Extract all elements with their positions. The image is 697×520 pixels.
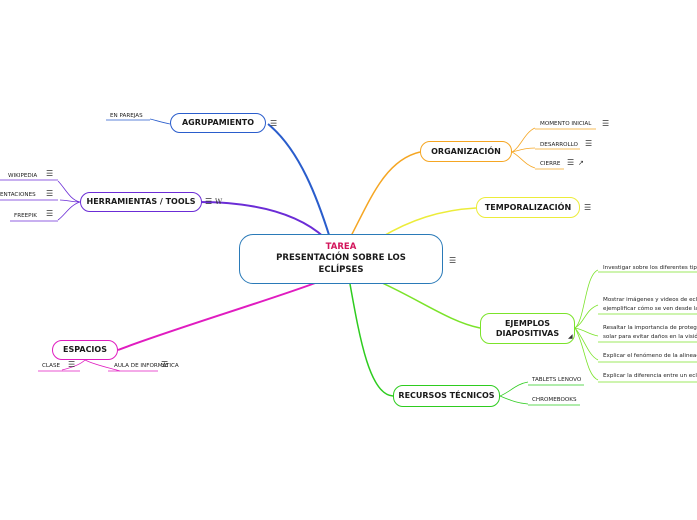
notes-icon[interactable]: ☰: [46, 189, 54, 198]
link-espacios: [117, 281, 319, 351]
wikipedia-icon[interactable]: W: [215, 198, 223, 206]
leaf-ejemplo-1[interactable]: Investigar sobre los diferentes tipos de…: [603, 265, 697, 271]
leaf-chromebooks[interactable]: CHROMEBOOKS: [532, 397, 577, 403]
topic-herramientas[interactable]: HERRAMIENTAS / TOOLS: [80, 192, 202, 212]
notes-icon[interactable]: ☰: [205, 197, 213, 206]
link-temporalizacion: [379, 207, 477, 239]
topic-agrupamiento[interactable]: AGRUPAMIENTO: [170, 113, 266, 133]
notes-icon[interactable]: ☰: [585, 139, 593, 148]
expand-arrow-icon[interactable]: ◢: [568, 333, 573, 340]
leaf-ejemplo-5[interactable]: Explicar la diferencia entre un eclipse …: [603, 373, 697, 379]
topic-herramientas-label: HERRAMIENTAS / TOOLS: [86, 197, 196, 206]
leaf-ejemplo-3b[interactable]: solar para evitar daños en la visión: [603, 334, 697, 340]
link-recursos: [349, 283, 394, 397]
topic-ejemplos[interactable]: EJEMPLOS DIAPOSITIVAS: [480, 313, 575, 344]
notes-icon[interactable]: ☰: [161, 360, 169, 369]
notes-icon[interactable]: ☰: [270, 119, 278, 128]
topic-ejemplos-label: EJEMPLOS DIAPOSITIVAS: [495, 318, 560, 338]
leaf-aula[interactable]: AULA DE INFORMÁTICA: [114, 363, 179, 369]
notes-icon[interactable]: ☰: [602, 119, 610, 128]
leaf-ejemplo-2b[interactable]: ejemplificar cómo se ven desde la Tierra: [603, 306, 697, 312]
topic-temporalizacion[interactable]: TEMPORALIZACIÓN: [476, 197, 580, 218]
link-agrupamiento: [267, 123, 331, 239]
leaf-freepik[interactable]: FREEPIK: [14, 213, 37, 219]
leaf-clase[interactable]: CLASE: [42, 363, 61, 369]
leaf-cierre[interactable]: CIERRE: [540, 161, 561, 167]
link-organizacion: [349, 151, 421, 239]
central-topic[interactable]: TAREA PRESENTACIÓN SOBRE LOS ECLÍPSES: [239, 234, 443, 284]
leaf-desarrollo[interactable]: DESARROLLO: [540, 142, 578, 148]
notes-icon[interactable]: ☰: [46, 209, 54, 218]
notes-icon[interactable]: ☰: [567, 158, 575, 167]
leaf-ejemplo-2a[interactable]: Mostrar imágenes y videos de eclipses pa…: [603, 297, 697, 303]
central-title: TAREA: [325, 242, 357, 252]
topic-temporalizacion-label: TEMPORALIZACIÓN: [484, 202, 572, 212]
leaf-ejemplo-3a[interactable]: Resaltar la importancia de proteger la v…: [603, 325, 697, 331]
leaf-ejemplo-4[interactable]: Explicar el fenómeno de la alineación de…: [603, 353, 697, 359]
topic-espacios-label: ESPACIOS: [63, 345, 107, 354]
leaf-wikipedia[interactable]: WIKIPEDIA: [8, 173, 38, 179]
topic-organizacion-label: ORGANIZACIÓN: [431, 146, 501, 156]
leaf-en-parejas[interactable]: EN PAREJAS: [110, 113, 143, 119]
link-ejemplos: [379, 281, 481, 329]
notes-icon[interactable]: ☰: [584, 203, 592, 212]
topic-espacios[interactable]: ESPACIOS: [52, 340, 118, 360]
topic-recursos[interactable]: RECURSOS TÉCNICOS: [393, 385, 500, 407]
leaf-presentaciones[interactable]: ENTACIONES: [0, 192, 36, 198]
notes-icon[interactable]: ☰: [68, 360, 76, 369]
topic-organizacion[interactable]: ORGANIZACIÓN: [420, 141, 512, 162]
external-link-icon[interactable]: ↗: [578, 159, 584, 167]
notes-icon[interactable]: ☰: [46, 169, 54, 178]
link-herramientas: [197, 201, 326, 239]
central-subtitle: PRESENTACIÓN SOBRE LOS ECLÍPSES: [276, 253, 406, 275]
notes-icon[interactable]: ☰: [449, 256, 457, 265]
leaf-momento-inicial[interactable]: MOMENTO INICIAL: [540, 121, 592, 127]
topic-recursos-label: RECURSOS TÉCNICOS: [398, 391, 495, 400]
leaf-tablets[interactable]: TABLETS LENOVO: [532, 377, 582, 383]
topic-agrupamiento-label: AGRUPAMIENTO: [181, 118, 255, 127]
